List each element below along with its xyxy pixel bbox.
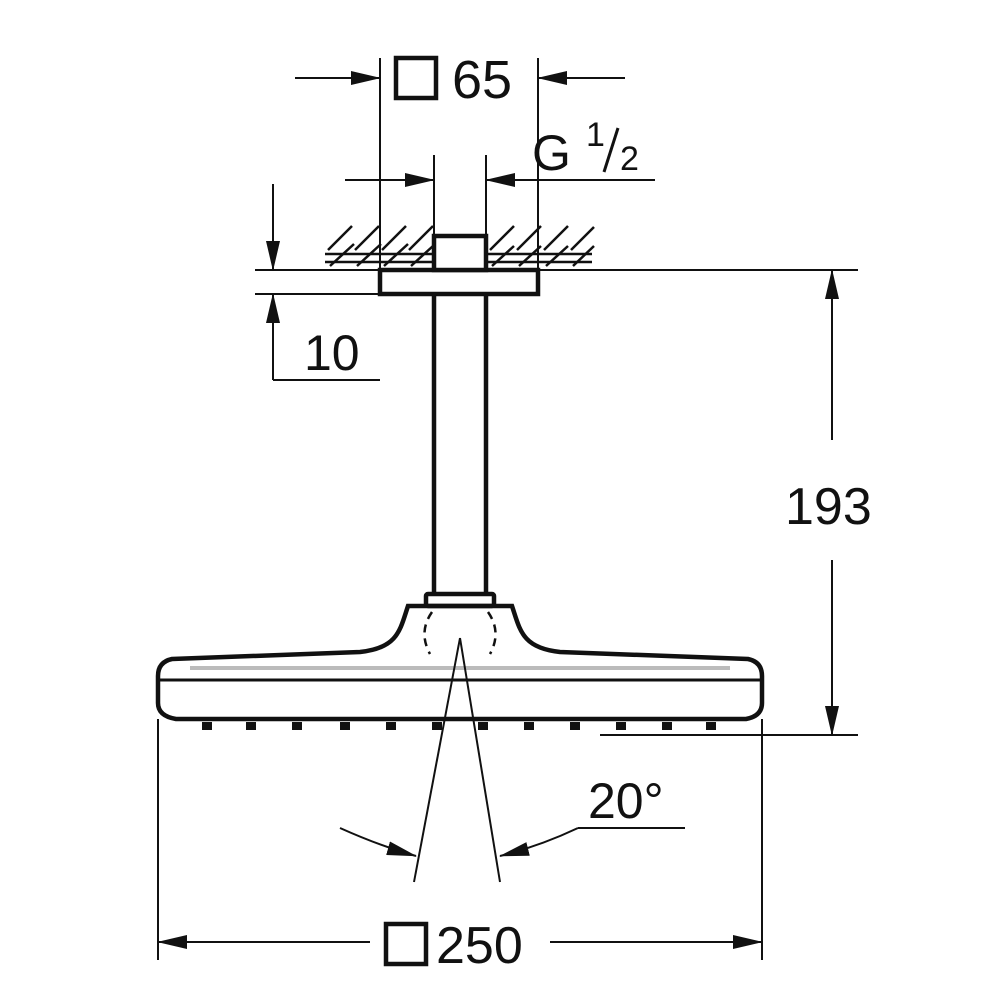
flange-square-size-label: 65 [452,50,512,110]
shower-head-body [155,603,765,722]
dimension-flange-thickness [255,184,380,381]
head-square-size-label: 250 [436,917,523,975]
thread-fraction-slash [602,127,620,173]
thread-denominator-label: 2 [620,140,639,178]
wall-flange [377,267,541,297]
overall-height-label: 193 [785,478,872,536]
square-symbol-icon [393,55,439,101]
dimension-thread [345,155,655,236]
spray-angle-lines [339,637,685,883]
dimension-head-width [157,719,763,960]
spray-nozzles [202,722,716,730]
dimension-overall-height [600,269,858,736]
square-symbol-icon [383,921,429,967]
spray-angle-label: 20° [588,773,664,829]
ball-joint-hidden-lines [423,611,497,655]
flange-thickness-label: 10 [304,325,360,381]
shower-head [155,591,765,722]
thread-letter-label: G [532,125,571,181]
dimension-flange-width [295,58,625,268]
pipe-connector [431,233,489,273]
shower-arm-pipe [431,294,489,594]
thread-numerator-label: 1 [586,116,605,154]
